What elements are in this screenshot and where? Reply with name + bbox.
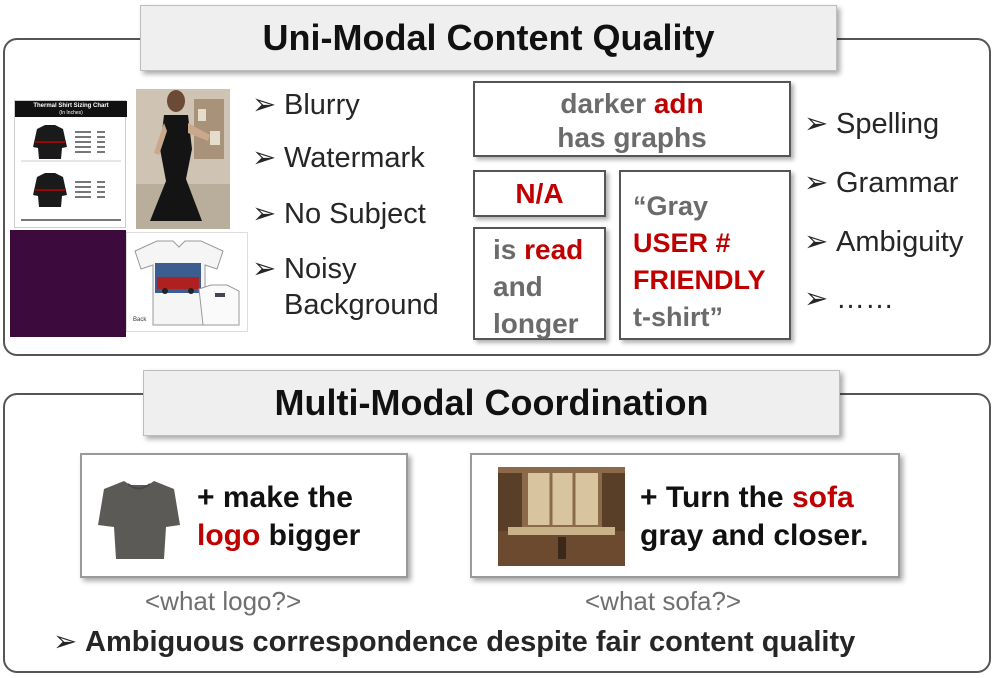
bullet-ellipsis: ➢……: [804, 283, 894, 315]
gray-tshirt-photo: [94, 475, 184, 565]
dress-photo: [136, 89, 230, 229]
sofa-instruction: + Turn the sofa gray and closer.: [640, 481, 869, 552]
sizing-chart-title: Thermal Shirt Sizing Chart: [33, 103, 109, 109]
bullet-spelling: ➢Spelling: [804, 108, 940, 140]
multi-modal-title: Multi-Modal Coordination: [143, 370, 840, 436]
arrow-bullet-icon: ➢: [804, 108, 829, 140]
tshirt-back-label: Back: [133, 317, 147, 323]
what-sofa-note: <what sofa?>: [585, 586, 742, 616]
arrow-bullet-icon: ➢: [252, 89, 277, 121]
bullet-no-subject: ➢No Subject: [252, 198, 426, 230]
sizing-chart-subtitle: (In Inches): [59, 110, 83, 116]
arrow-bullet-icon: ➢: [252, 198, 277, 230]
conclusion-bullet: ➢Ambiguous correspondence despite fair c…: [53, 626, 856, 658]
bullet-grammar: ➢Grammar: [804, 167, 959, 199]
logo-example-card: + make the logo bigger: [80, 453, 408, 578]
arrow-bullet-icon: ➢: [252, 253, 277, 285]
text-example-na: N/A: [473, 170, 606, 217]
room-photo: [498, 467, 625, 566]
blank-purple-image: [10, 230, 126, 337]
text-example-read-longer: is read and longer: [473, 227, 606, 340]
arrow-bullet-icon: ➢: [804, 226, 829, 258]
uni-modal-title: Uni-Modal Content Quality: [140, 5, 837, 71]
arrow-bullet-icon: ➢: [804, 167, 829, 199]
bullet-ambiguity: ➢Ambiguity: [804, 226, 964, 258]
bullet-watermark: ➢Watermark: [252, 142, 425, 174]
tshirt-print-image: Back: [126, 232, 248, 332]
logo-instruction: + make the logo bigger: [197, 481, 361, 552]
text-example-gray-tshirt: “Gray USER # FRIENDLY t-shirt”: [619, 170, 791, 340]
arrow-bullet-icon: ➢: [252, 142, 277, 174]
sofa-example-card: + Turn the sofa gray and closer.: [470, 453, 900, 578]
sizing-chart-image: Thermal Shirt Sizing Chart (In Inches): [14, 100, 127, 228]
arrow-bullet-icon: ➢: [804, 283, 829, 315]
text-example-darker: darker adn has graphs: [473, 81, 791, 157]
what-logo-note: <what logo?>: [145, 586, 302, 616]
bullet-blurry: ➢Blurry: [252, 89, 360, 121]
bullet-noisy-background: ➢Noisy Background: [252, 253, 439, 321]
arrow-bullet-icon: ➢: [53, 626, 78, 658]
